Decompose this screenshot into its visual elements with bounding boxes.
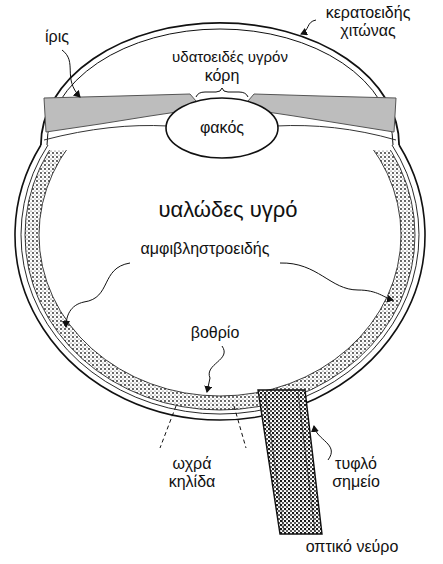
leader-line <box>207 346 224 392</box>
macula-dashes <box>160 406 246 448</box>
choroid-line <box>21 145 419 414</box>
leader-line <box>62 50 80 97</box>
leader-line <box>314 426 331 460</box>
retina-band <box>25 150 415 410</box>
aqueous-label: υδατοειδές υγρόν <box>172 48 288 65</box>
vitreous-label: υαλώδες υγρό <box>158 197 297 222</box>
retina-label: αμφιβληστροειδής <box>141 240 270 258</box>
blind-spot-label: τυφλό σημείο <box>323 455 389 492</box>
fovea-label: βοθρίο <box>191 324 240 342</box>
lens-shape <box>166 98 278 158</box>
optic-nerve-label: οπτικό νεύρο <box>306 538 399 556</box>
leader-line <box>66 263 130 327</box>
leader-line <box>301 20 316 34</box>
cornea-label: κερατοειδής χιτώνας <box>306 4 430 41</box>
leader-line <box>280 263 393 300</box>
sclera-outline <box>15 145 425 420</box>
pupil-label: κόρη <box>205 67 240 85</box>
nerve-sheath <box>265 392 315 532</box>
lens-label: φακός <box>200 119 244 137</box>
cornea-inner <box>47 29 393 145</box>
cornea-outer <box>41 23 399 145</box>
pupil-bracket <box>196 88 248 97</box>
iris-label: ίρις <box>45 28 69 46</box>
optic-nerve <box>258 390 322 534</box>
macula-label: ωχρά κηλίδα <box>157 455 227 492</box>
